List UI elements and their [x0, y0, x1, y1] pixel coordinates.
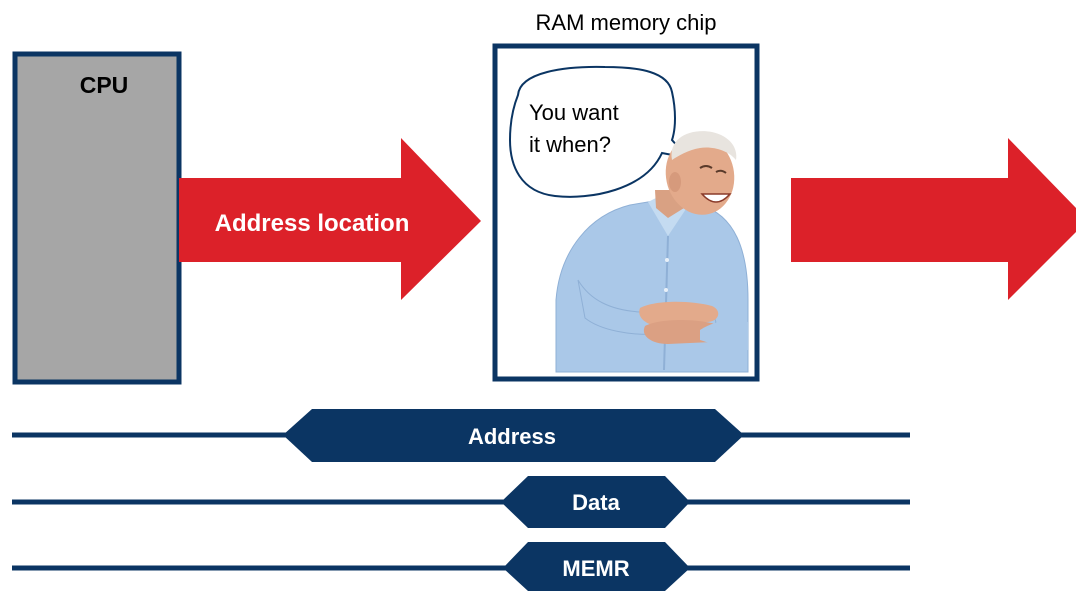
data-bus: Data [12, 476, 910, 528]
output-arrow [791, 138, 1076, 300]
address-bus: Address [12, 409, 910, 462]
address-arrow-label: Address location [215, 210, 410, 237]
memr-bus-shape [503, 542, 690, 591]
memr-bus-label: MEMR [562, 556, 629, 581]
cpu-block: CPU [12, 51, 182, 385]
data-bus-shape [501, 476, 690, 528]
address-arrow-shape [179, 138, 481, 300]
speech-line-1: You want [529, 100, 619, 125]
address-bus-shape [283, 409, 744, 462]
speech-line-2: it when? [529, 132, 611, 157]
address-bus-label: Address [468, 424, 556, 449]
data-bus-label: Data [572, 490, 620, 515]
speech-bubble: You want it when? [508, 65, 691, 198]
ram-block: You want it when? [492, 43, 760, 382]
address-arrow: Address location [179, 138, 481, 300]
ram-caption: RAM memory chip [536, 10, 717, 35]
laughing-man-image [555, 131, 749, 373]
cpu-label: CPU [80, 72, 129, 98]
cpu-box [12, 51, 182, 385]
memr-bus: MEMR [12, 542, 910, 591]
